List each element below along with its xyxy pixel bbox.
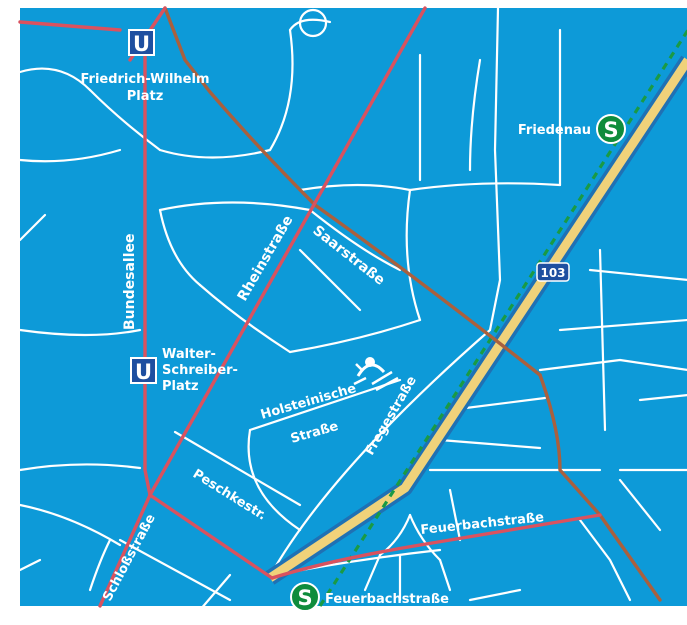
svg-text:U: U — [135, 360, 152, 384]
map-background — [20, 8, 687, 606]
svg-text:S: S — [603, 118, 618, 142]
rail-line — [318, 29, 687, 607]
highway-shield-label: 103 — [540, 266, 565, 280]
station-label-line2: Schreiber- — [162, 363, 238, 378]
highway-shield: 103 — [536, 262, 570, 282]
station-label-line1: Friedrich-Wilhelm — [80, 72, 209, 87]
street-label-bundesallee: Bundesallee — [122, 234, 138, 331]
station-label-line1: Walter- — [162, 347, 216, 362]
station-label-line3: Platz — [162, 379, 199, 394]
svg-text:S: S — [297, 586, 312, 610]
sbahn-icon — [290, 582, 320, 612]
station-label-line2: Platz — [127, 89, 164, 104]
ubahn-station-walter-schreiber-platz[interactable]: U Walter- Schreiber- Platz — [130, 347, 238, 394]
highway-a103 — [265, 55, 687, 585]
main-roads — [18, 6, 602, 608]
sbahn-station-friedenau[interactable]: Friedenau S — [518, 114, 626, 144]
ubahn-icon — [130, 357, 157, 384]
ubahn-station-friedrich-wilhelm-platz[interactable]: U Friedrich-Wilhelm Platz — [80, 29, 210, 104]
station-label: Friedenau — [518, 123, 591, 138]
station-label: Feuerbachstraße — [325, 592, 449, 607]
swimming-pool-icon — [353, 357, 399, 392]
side-streets — [18, 6, 687, 612]
sbahn-station-feuerbachstrasse[interactable]: S Feuerbachstraße — [290, 582, 449, 612]
svg-text:U: U — [133, 32, 150, 56]
ubahn-icon — [128, 29, 155, 56]
sbahn-icon — [596, 114, 626, 144]
